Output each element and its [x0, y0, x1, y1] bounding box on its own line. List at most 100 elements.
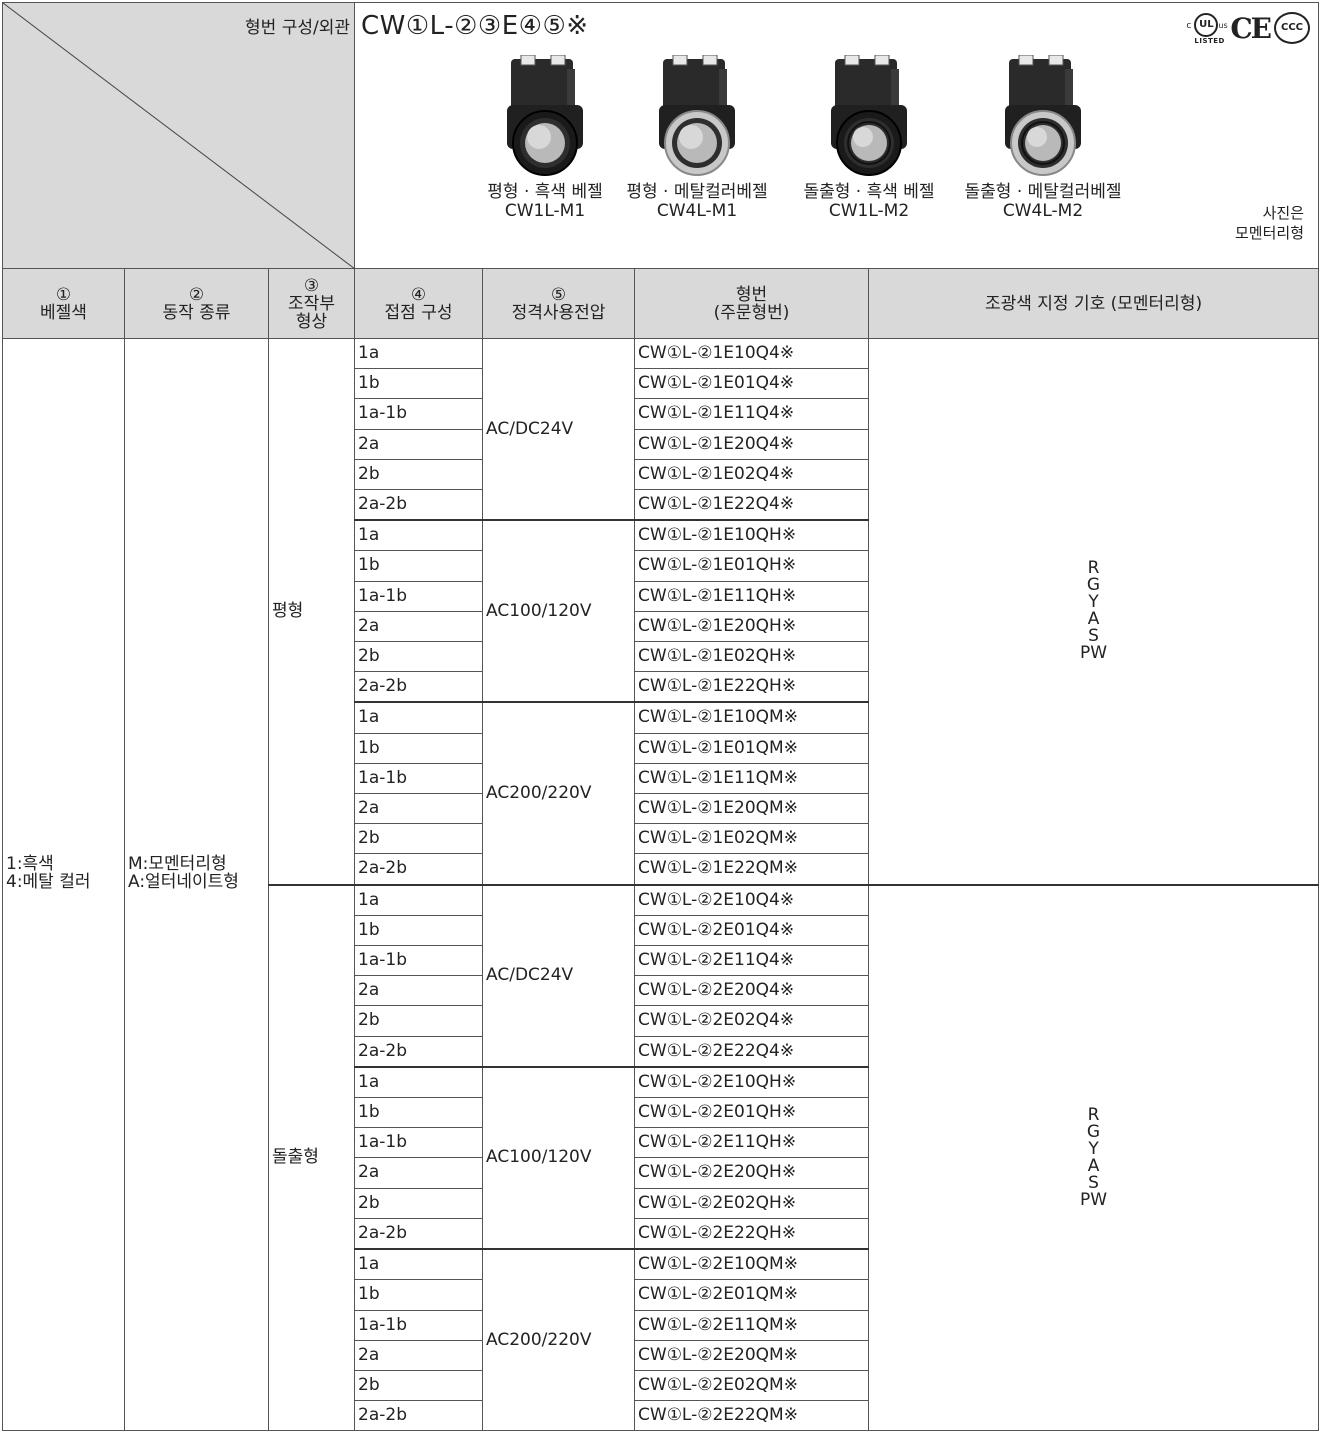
- col-light-color: 조광색 지정 기호 (모멘터리형): [868, 268, 1320, 339]
- part-number-cell: CW①L-②2E10Q4※: [634, 883, 870, 916]
- part-number-cell: CW①L-②2E20QM※: [634, 1339, 870, 1371]
- model-overview: CW①L-②③E④⑤※ c UL us LISTED CE CCC 평형 · 흑…: [354, 2, 1320, 269]
- part-number-cell: CW①L-②1E02QM※: [634, 823, 870, 855]
- part-number-cell: CW①L-②2E01QM※: [634, 1279, 870, 1311]
- part-number-cell: CW①L-②2E11QM※: [634, 1309, 870, 1341]
- corner-label: 형번 구성/외관: [245, 18, 351, 38]
- contact-config-cell: 1a-1b: [354, 945, 484, 977]
- rated-voltage-cell: AC/DC24V: [482, 338, 636, 521]
- part-number-cell: CW①L-②1E20Q4※: [634, 428, 870, 460]
- table-row: 2a CW①L-②2E20QH※: [3, 1157, 1319, 1189]
- part-number-cell: CW①L-②1E20QH※: [634, 610, 870, 643]
- certification-marks: c UL us LISTED CE CCC: [1186, 11, 1311, 45]
- part-number-cell: CW①L-②2E02QM※: [634, 1369, 870, 1402]
- contact-config-cell: 1b: [354, 550, 484, 582]
- rated-voltage-cell: AC/DC24V: [482, 883, 636, 1068]
- table-row: 2a CW①L-②2E20Q4※: [3, 975, 1319, 1007]
- contact-config-cell: 2a-2b: [354, 489, 484, 521]
- pushbutton-icon: [831, 55, 908, 176]
- contact-config-cell: 1a-1b: [354, 1309, 484, 1341]
- table-row: 2a-2b CW①L-②1E22QM※: [3, 853, 1319, 886]
- contact-config-cell: 1b: [354, 1097, 484, 1129]
- pushbutton-icon: [659, 55, 736, 176]
- product-code: CW4L-M1: [656, 201, 738, 221]
- rated-voltage-cell: AC200/220V: [482, 1248, 636, 1431]
- table-row: 1a-1b CW①L-②2E11Q4※: [3, 945, 1319, 977]
- contact-config-cell: 2a-2b: [354, 1400, 484, 1431]
- table-row: 2b CW①L-②2E02Q4※: [3, 1005, 1319, 1037]
- part-number-cell: CW①L-②1E10QM※: [634, 701, 870, 734]
- contact-config-cell: 2a-2b: [354, 1217, 484, 1250]
- part-number-cell: CW①L-②2E02Q4※: [634, 1005, 870, 1037]
- part-number-cell: CW①L-②1E11QM※: [634, 762, 870, 795]
- product-name: 평형 · 메탈컬러베젤: [626, 182, 768, 202]
- part-number-cell: CW①L-②1E02QH※: [634, 641, 870, 673]
- contact-config-cell: 2a: [354, 610, 484, 643]
- product-code: CW4L-M2: [1002, 201, 1084, 221]
- pushbutton-icon: [1005, 55, 1082, 176]
- contact-config-cell: 1a: [354, 1065, 484, 1099]
- contact-config-cell: 2b: [354, 1005, 484, 1037]
- contact-config-cell: 1a-1b: [354, 1127, 484, 1159]
- table-row: 2a CW①L-②1E20QM※: [3, 793, 1319, 825]
- part-number-cell: CW①L-②2E20Q4※: [634, 975, 870, 1007]
- contact-config-cell: 2a: [354, 1339, 484, 1371]
- part-number-cell: CW①L-②2E11Q4※: [634, 945, 870, 977]
- ce-mark-icon: CE: [1230, 11, 1272, 45]
- part-number-cell: CW①L-②1E10QH※: [634, 519, 870, 552]
- part-number-cell: CW①L-②1E22QH※: [634, 671, 870, 703]
- contact-config-cell: 1a: [354, 1248, 484, 1281]
- part-number-cell: CW①L-②2E10QH※: [634, 1065, 870, 1099]
- product-name: 돌출형 · 흑색 베젤: [803, 182, 935, 202]
- contact-config-cell: 2b: [354, 458, 484, 491]
- ccc-mark-icon: CCC: [1274, 12, 1311, 44]
- contact-config-cell: 1a: [354, 519, 484, 552]
- part-number-cell: CW①L-②1E22QM※: [634, 853, 870, 886]
- contact-config-cell: 2a: [354, 975, 484, 1007]
- part-number-cell: CW①L-②1E11QH※: [634, 580, 870, 612]
- contact-config-cell: 1a-1b: [354, 398, 484, 430]
- part-number-cell: CW①L-②1E02Q4※: [634, 458, 870, 491]
- contact-config-cell: 1a: [354, 701, 484, 734]
- part-number-cell: CW①L-②1E01Q4※: [634, 368, 870, 400]
- contact-config-cell: 2a-2b: [354, 671, 484, 703]
- part-number-cell: CW①L-②1E10Q4※: [634, 337, 870, 370]
- part-number-cell: CW①L-②2E22QH※: [634, 1217, 870, 1250]
- table-row: 2b CW①L-②1E02Q4※: [3, 458, 1319, 491]
- part-number-cell: CW①L-②1E20QM※: [634, 793, 870, 825]
- contact-config-cell: 1b: [354, 368, 484, 400]
- contact-config-cell: 2a: [354, 1157, 484, 1189]
- part-number-cell: CW①L-②2E22Q4※: [634, 1035, 870, 1068]
- operator-shape-cell: 평형: [267, 337, 356, 886]
- contact-config-cell: 2b: [354, 1187, 484, 1219]
- part-number-cell: CW①L-②2E02QH※: [634, 1187, 870, 1219]
- part-number-cell: CW①L-②2E22QM※: [634, 1400, 870, 1431]
- contact-config-cell: 1b: [354, 732, 484, 764]
- contact-config-cell: 1a: [354, 337, 484, 370]
- contact-config-cell: 2a-2b: [354, 1035, 484, 1068]
- product-code: CW1L-M1: [504, 201, 586, 221]
- contact-config-cell: 1b: [354, 1279, 484, 1311]
- table-row: 1b CW①L-②1E01Q4※: [3, 368, 1319, 400]
- light-color-codes-cell: R G Y A S PW: [868, 883, 1320, 1431]
- pushbutton-icon: [507, 55, 584, 176]
- contact-config-cell: 2a: [354, 793, 484, 825]
- contact-config-cell: 2b: [354, 641, 484, 673]
- diagonal-line: [3, 3, 355, 269]
- contact-config-cell: 2a-2b: [354, 853, 484, 886]
- part-number-cell: CW①L-②2E20QH※: [634, 1157, 870, 1189]
- contact-config-cell: 1b: [354, 914, 484, 947]
